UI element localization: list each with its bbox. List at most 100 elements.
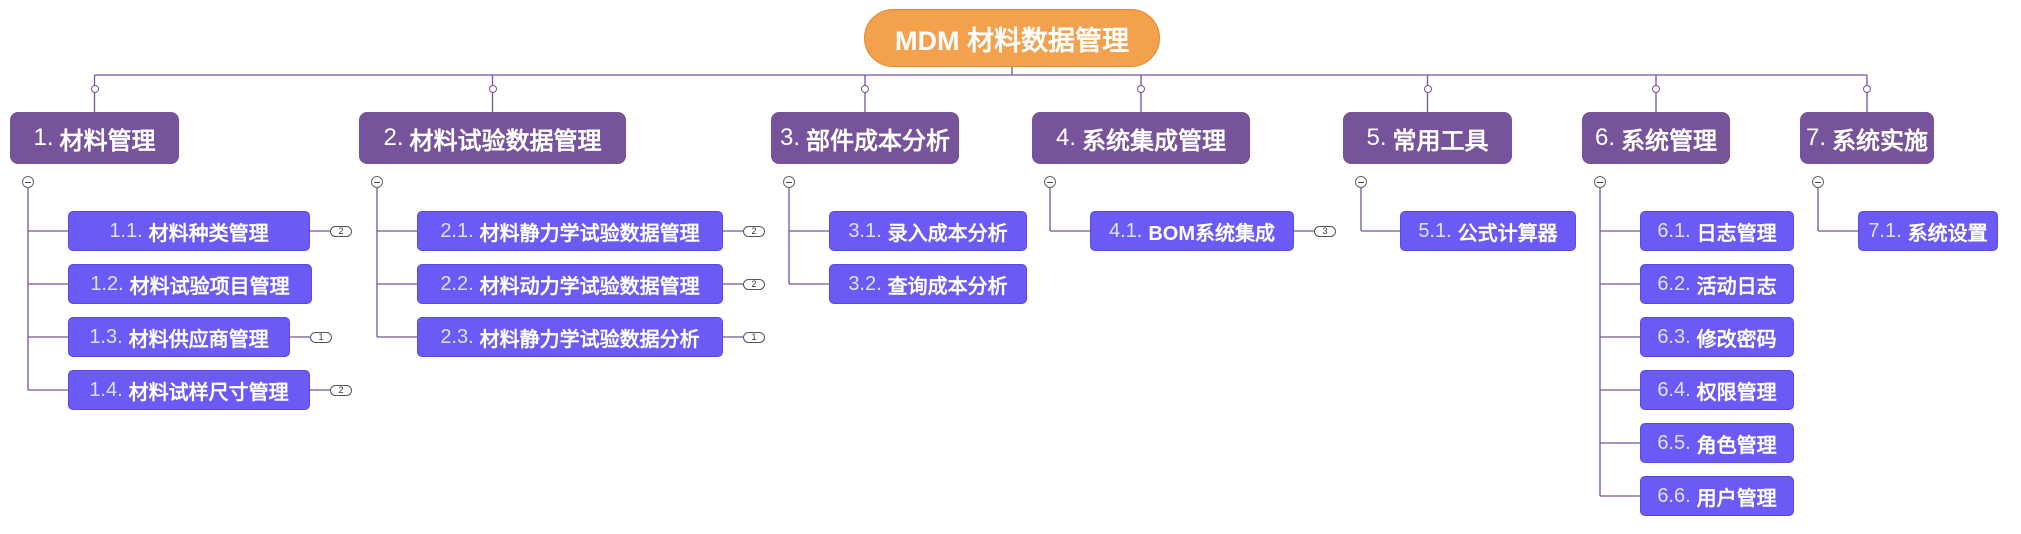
topic-number: 1.1. (109, 219, 143, 242)
topic-number: 2.1. (440, 219, 474, 242)
topic-number: 6.1. (1657, 219, 1691, 242)
branch-node-4[interactable]: 4.系统集成管理 (1032, 112, 1250, 164)
subtopic-count-badge[interactable]: 2 (743, 278, 765, 290)
topic-label: 活动日志 (1696, 275, 1777, 298)
branch-label: 材料管理 (59, 127, 156, 155)
root-node[interactable]: MDM 材料数据管理 (864, 9, 1160, 67)
topic-node-1-1[interactable]: 1.1.材料种类管理 (68, 211, 310, 251)
branch-connector-dot (861, 85, 869, 93)
branch-node-7[interactable]: 7.系统实施 (1800, 112, 1934, 164)
topic-label: 查询成本分析 (887, 275, 1008, 298)
branch-connector-dot (1137, 85, 1145, 93)
branch-label: 常用工具 (1392, 127, 1489, 155)
branch-label: 系统管理 (1621, 127, 1717, 155)
topic-label: 材料供应商管理 (128, 328, 269, 351)
topic-label: 修改密码 (1696, 328, 1777, 351)
collapse-toggle-icon[interactable] (1044, 176, 1056, 188)
topic-number: 7.1. (1868, 219, 1902, 242)
branch-label: 系统实施 (1832, 127, 1928, 155)
topic-node-3-1[interactable]: 3.1.录入成本分析 (829, 211, 1027, 251)
collapse-toggle-icon[interactable] (1812, 176, 1824, 188)
topic-node-6-4[interactable]: 6.4.权限管理 (1640, 370, 1794, 410)
subtopic-count-badge[interactable]: 2 (330, 384, 352, 396)
root-label: MDM 材料数据管理 (895, 25, 1129, 56)
topic-number: 4.1. (1108, 219, 1143, 242)
subtopic-count-badge[interactable]: 1 (743, 331, 765, 343)
topic-node-6-6[interactable]: 6.6.用户管理 (1640, 476, 1794, 516)
topic-node-5-1[interactable]: 5.1.公式计算器 (1400, 211, 1576, 251)
branch-label: 部件成本分析 (806, 127, 950, 155)
topic-node-2-1[interactable]: 2.1.材料静力学试验数据管理 (417, 211, 723, 251)
subtopic-count-badge[interactable]: 1 (310, 331, 332, 343)
topic-number: 3.1. (848, 219, 882, 242)
topic-node-2-2[interactable]: 2.2.材料动力学试验数据管理 (417, 264, 723, 304)
branch-number: 7. (1805, 124, 1826, 151)
branch-number: 4. (1055, 124, 1076, 151)
subtopic-count-badge[interactable]: 3 (1314, 225, 1336, 237)
topic-number: 6.5. (1657, 431, 1691, 454)
topic-label: 材料试样尺寸管理 (128, 381, 289, 404)
branch-node-2[interactable]: 2.材料试验数据管理 (359, 112, 626, 164)
topic-label: 录入成本分析 (887, 222, 1008, 245)
topic-number: 2.2. (440, 272, 474, 295)
topic-number: 1.4. (89, 378, 123, 401)
topic-number: 6.6. (1657, 484, 1691, 507)
topic-node-1-4[interactable]: 1.4.材料试样尺寸管理 (68, 370, 310, 410)
collapse-toggle-icon[interactable] (1594, 176, 1606, 188)
topic-label: 权限管理 (1696, 381, 1777, 404)
topic-label: 角色管理 (1696, 434, 1777, 457)
collapse-toggle-icon[interactable] (783, 176, 795, 188)
topic-node-1-2[interactable]: 1.2.材料试验项目管理 (68, 264, 312, 304)
branch-connector-dot (488, 85, 497, 93)
topic-node-6-2[interactable]: 6.2.活动日志 (1640, 264, 1794, 304)
branch-number: 1. (33, 124, 54, 151)
topic-number: 3.2. (848, 272, 882, 295)
topic-number: 5.1. (1418, 219, 1452, 242)
branch-connector-dot (1863, 85, 1871, 93)
branch-number: 5. (1366, 124, 1387, 151)
branch-connector-dot (1652, 85, 1660, 93)
topic-node-6-3[interactable]: 6.3.修改密码 (1640, 317, 1794, 357)
branch-number: 3. (779, 124, 800, 151)
topic-label: 材料动力学试验数据管理 (479, 275, 700, 298)
subtopic-count-badge[interactable]: 2 (743, 225, 765, 237)
topic-number: 6.3. (1657, 325, 1691, 348)
topic-label: 材料静力学试验数据分析 (479, 328, 700, 351)
topic-number: 6.4. (1657, 378, 1691, 401)
topic-node-2-3[interactable]: 2.3.材料静力学试验数据分析 (417, 317, 723, 357)
branch-connector-dot (1423, 85, 1432, 93)
branch-label: 系统集成管理 (1082, 127, 1226, 155)
branch-number: 2. (383, 124, 404, 151)
branch-number: 6. (1594, 124, 1615, 151)
collapse-toggle-icon[interactable] (1355, 176, 1367, 188)
branch-node-1[interactable]: 1.材料管理 (10, 112, 179, 164)
collapse-toggle-icon[interactable] (371, 176, 383, 188)
topic-number: 1.2. (90, 272, 124, 295)
branch-node-5[interactable]: 5.常用工具 (1343, 112, 1512, 164)
topic-label: 材料静力学试验数据管理 (479, 222, 700, 245)
branch-connector-dot (90, 85, 99, 93)
topic-label: 材料试验项目管理 (129, 275, 290, 298)
collapse-toggle-icon[interactable] (22, 176, 34, 188)
topic-label: 日志管理 (1696, 222, 1777, 245)
topic-number: 2.3. (440, 325, 474, 348)
topic-label: 材料种类管理 (148, 222, 269, 245)
topic-label: BOM系统集成 (1148, 222, 1276, 245)
topic-number: 1.3. (89, 325, 123, 348)
subtopic-count-badge[interactable]: 2 (330, 225, 352, 237)
topic-node-6-1[interactable]: 6.1.日志管理 (1640, 211, 1794, 251)
topic-node-7-1[interactable]: 7.1.系统设置 (1858, 211, 1998, 251)
topic-label: 公式计算器 (1457, 222, 1558, 245)
topic-number: 6.2. (1657, 272, 1691, 295)
topic-node-6-5[interactable]: 6.5.角色管理 (1640, 423, 1794, 463)
topic-label: 系统设置 (1907, 222, 1988, 245)
topic-label: 用户管理 (1696, 487, 1777, 510)
branch-node-6[interactable]: 6.系统管理 (1582, 112, 1730, 164)
topic-node-4-1[interactable]: 4.1.BOM系统集成 (1090, 211, 1294, 251)
branch-node-3[interactable]: 3.部件成本分析 (771, 112, 959, 164)
topic-node-1-3[interactable]: 1.3.材料供应商管理 (68, 317, 290, 357)
branch-label: 材料试验数据管理 (409, 127, 602, 155)
topic-node-3-2[interactable]: 3.2.查询成本分析 (829, 264, 1027, 304)
